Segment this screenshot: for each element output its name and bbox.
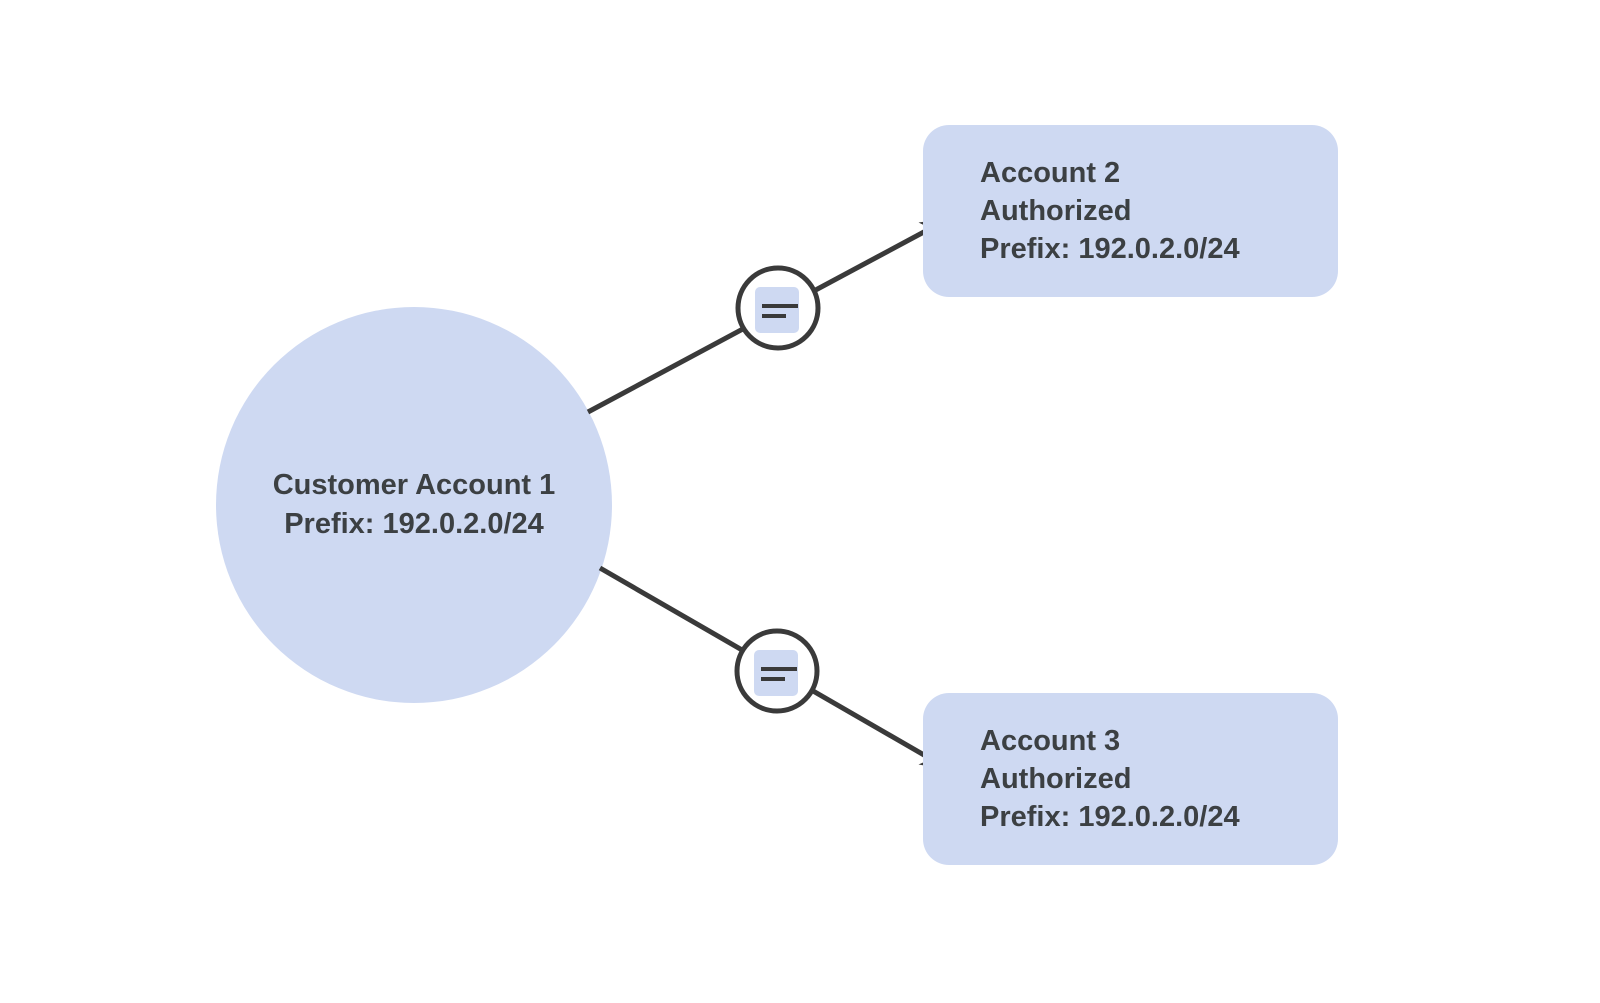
account-3-status: Authorized: [980, 763, 1132, 795]
edge-badge-account-2: [735, 265, 821, 351]
customer-account-name: Customer Account 1: [272, 469, 556, 501]
account-3-prefix: Prefix: 192.0.2.0/24: [980, 801, 1240, 833]
account-3-name: Account 3: [980, 725, 1121, 757]
list-icon: [754, 650, 798, 696]
customer-account-prefix: Prefix: 192.0.2.0/24: [284, 508, 544, 540]
account-2-node: Account 2 Authorized Prefix: 192.0.2.0/2…: [923, 125, 1338, 297]
account-2-prefix: Prefix: 192.0.2.0/24: [980, 233, 1240, 265]
edge-badge-account-3: [734, 628, 820, 714]
account-3-node: Account 3 Authorized Prefix: 192.0.2.0/2…: [923, 693, 1338, 865]
list-icon: [755, 287, 799, 333]
customer-account-node: Customer Account 1 Prefix: 192.0.2.0/24: [216, 307, 612, 703]
account-2-name: Account 2: [980, 157, 1121, 189]
account-2-status: Authorized: [980, 195, 1132, 227]
